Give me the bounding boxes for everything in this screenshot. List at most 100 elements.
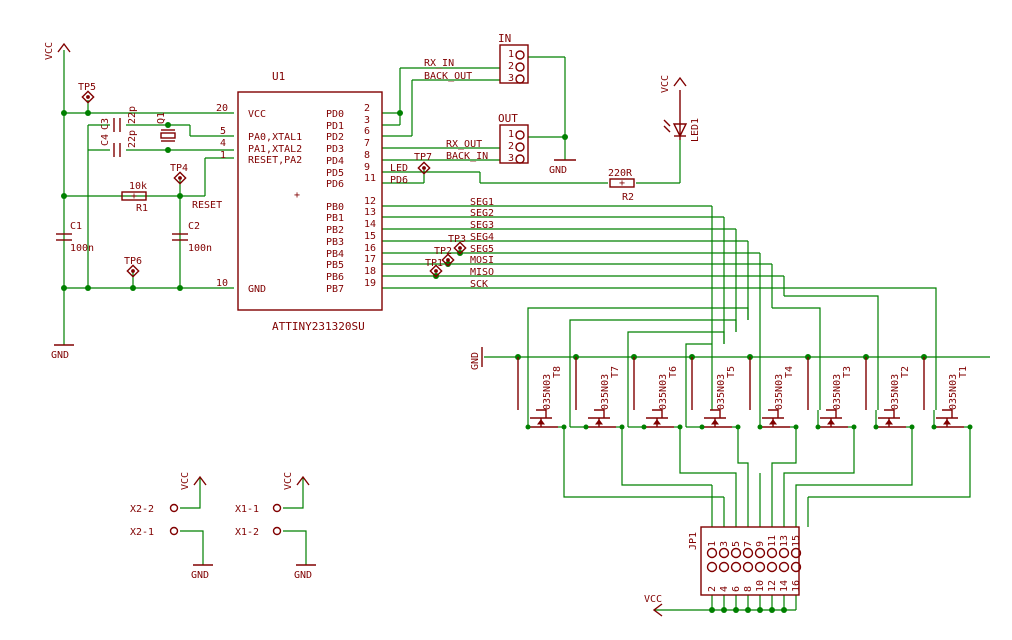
u1-pin-pd4: PD4 [326, 156, 344, 167]
net-back-out: BACK_OUT [424, 71, 472, 82]
tp-label: TP7 [414, 152, 432, 163]
jp1-pin [778, 561, 790, 573]
c1: C1 100n [56, 221, 94, 254]
net-seg5: SEG5 [470, 244, 494, 255]
pin-num: 2 [508, 141, 514, 152]
connector-out: OUT 1 2 3 [498, 112, 529, 164]
c1-name: C1 [70, 221, 82, 232]
jp1-pin [706, 561, 718, 573]
transistor-name: T7 [610, 366, 621, 378]
jp1-pin [790, 561, 802, 573]
u1-pin-pa1: PA1,XTAL2 [248, 144, 302, 155]
transistor-name: T4 [784, 366, 795, 378]
c2-value: 100n [188, 243, 212, 254]
jp1-pin-label: 11 [767, 535, 778, 547]
jp1-pin-label: 5 [731, 541, 742, 547]
vcc-label: VCC [180, 472, 191, 490]
vcc-label: VCC [644, 594, 662, 605]
net-seg1: SEG1 [470, 197, 494, 208]
led1: LED1 [663, 90, 701, 142]
u1-pin-pd1: PD1 [326, 121, 344, 132]
transistor-name: T3 [842, 366, 853, 378]
connector-in: IN 1 2 3 [498, 32, 529, 84]
x11-label: X1-1 [235, 504, 259, 515]
u1-pin-num: 18 [364, 266, 376, 277]
u1-pin-pb3: PB3 [326, 237, 344, 248]
pin-num: 3 [508, 153, 514, 164]
transistor-part: 035N03 [832, 374, 843, 410]
c3-value: 22p [127, 106, 138, 124]
tp-label: TP6 [124, 256, 142, 267]
svg-text:+: + [131, 191, 137, 202]
svg-text:+: + [294, 190, 300, 201]
c4: C4 22p [100, 130, 138, 157]
c2-name: C2 [188, 221, 200, 232]
u1-part: ATTINY231320SU [272, 320, 365, 333]
gnd-label: GND [191, 570, 209, 581]
vcc-led-symbol: VCC [660, 75, 687, 93]
u1-pin-num: 16 [364, 243, 376, 254]
transistor-part: 035N03 [542, 374, 553, 410]
net-rx-out: RX_OUT [446, 139, 482, 150]
gnd-label: GND [294, 570, 312, 581]
tp-label: TP3 [448, 234, 466, 245]
transistor-part: 035N03 [600, 374, 611, 410]
u1-pin-num: 12 [364, 196, 376, 207]
q1-crystal: Q1 [156, 112, 176, 142]
u1-pin-pb7: PB7 [326, 284, 344, 295]
u1-pin-pd0: PD0 [326, 109, 344, 120]
u1-pin-gnd: GND [248, 284, 266, 295]
u1-pin-num: 11 [364, 173, 376, 184]
transistor-t3: 035N03 T3 [807, 357, 857, 430]
r1-name: R1 [136, 203, 148, 214]
jp1-pin [718, 561, 730, 573]
u1-pin-reset: RESET,PA2 [248, 155, 302, 166]
vcc-label: VCC [283, 472, 294, 490]
c2: C2 100n [172, 221, 212, 254]
net-sck: SCK [470, 279, 488, 290]
u1-pin-num: 5 [220, 126, 226, 137]
u1-pin-num: 19 [364, 278, 376, 289]
u1-pin-num: 3 [364, 115, 370, 126]
testpoint-tp3: TP3 [448, 234, 467, 255]
connector-out-label: OUT [498, 112, 518, 125]
jp1-pin-label: 14 [779, 580, 790, 592]
wires [63, 50, 990, 611]
transistor-name: T1 [958, 366, 969, 378]
connector-in-label: IN [498, 32, 511, 45]
pin-num: 2 [508, 61, 514, 72]
jp1-pin-label: 12 [767, 580, 778, 592]
r2-name: R2 [622, 192, 634, 203]
jp1-pin [766, 561, 778, 573]
jp1-pin-label: 3 [719, 541, 730, 547]
u1-pin-num: 2 [364, 103, 370, 114]
gnd-rail-symbol: GND [470, 347, 483, 370]
transistor-part: 035N03 [658, 374, 669, 410]
transistor-t1: 035N03 T1 [923, 357, 973, 430]
jp1-pin [730, 547, 742, 559]
c3-name: C3 [100, 118, 111, 130]
jp1-pin-label: 4 [719, 586, 730, 592]
c4-name: C4 [100, 134, 111, 146]
jp1-pin [742, 547, 754, 559]
u1-pin-num: 14 [364, 219, 376, 230]
testpoint-tp6: TP6 [124, 256, 142, 278]
jp1-name: JP1 [688, 532, 699, 550]
testpoint-tp7: TP7 [414, 152, 432, 175]
testpoint-tp1: TP1 [425, 258, 443, 278]
u1-pin-pd6: PD6 [326, 179, 344, 190]
u1-pin-pb6: PB6 [326, 272, 344, 283]
jp1-pin [754, 561, 766, 573]
u1-pin-pd3: PD3 [326, 144, 344, 155]
tp-label: TP2 [434, 246, 452, 257]
vcc-label: VCC [660, 75, 671, 93]
jp1-pin [718, 547, 730, 559]
u1-pin-pb0: PB0 [326, 202, 344, 213]
jp1-pin [754, 547, 766, 559]
net-mosi: MOSI [470, 255, 494, 266]
x12-label: X1-2 [235, 527, 259, 538]
net-seg2: SEG2 [470, 208, 494, 219]
net-led: LED [390, 163, 408, 174]
jp1-pin-label: 13 [779, 535, 790, 547]
